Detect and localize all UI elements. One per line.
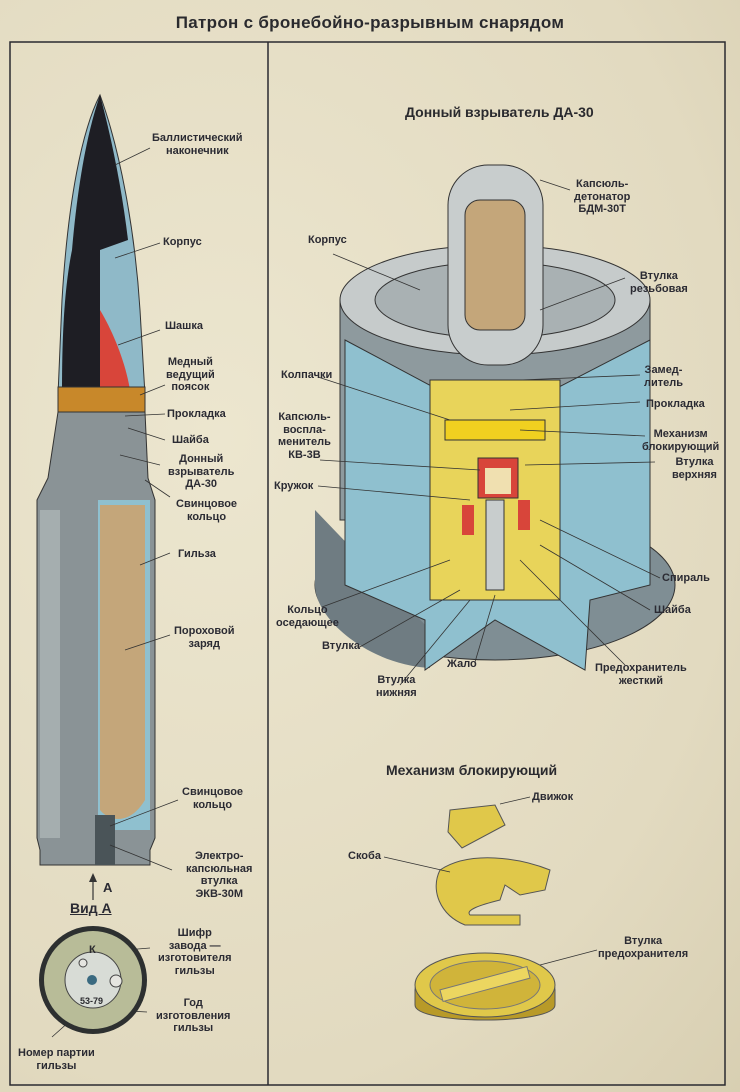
label-bracket: Скоба (348, 850, 381, 862)
powder-charge (100, 505, 145, 820)
detonator (464, 199, 526, 331)
primer-center (87, 975, 97, 985)
label-explosive-charge: Шашка (165, 320, 203, 332)
slider-part (447, 804, 506, 849)
label-fuze-body: Корпус (308, 234, 347, 246)
label-primer-sleeve: Электро- капсюльная втулка ЭКВ-30М (186, 850, 253, 900)
cartridge-drawing (36, 93, 179, 1038)
label-year: Год изготовления гильзы (156, 997, 231, 1034)
label-factory-code: Шифр завода — изготовителя гильзы (158, 927, 232, 977)
label-projectile-body: Корпус (163, 236, 202, 248)
label-lower-sleeve: Втулка нижняя (376, 674, 417, 699)
view-a-title: Вид А (70, 900, 112, 916)
label-caps: Колпачки (281, 369, 333, 381)
fuze-title: Донный взрыватель ДА-30 (405, 104, 594, 120)
label-ballistic-cap: Баллистический наконечник (152, 132, 243, 157)
base-mark-letter: К (89, 944, 96, 956)
label-sleeve: Втулка (322, 640, 361, 652)
label-fuze-gasket: Прокладка (646, 398, 705, 410)
label-copper-band: Медный ведущий поясок (166, 356, 215, 393)
base-mark-numbers: 53-79 (80, 996, 104, 1006)
bracket-part (435, 857, 551, 926)
label-slider: Движок (532, 791, 574, 803)
primer-sleeve (95, 815, 115, 865)
view-arrow-icon (89, 873, 97, 882)
label-delay: Замед- литель (644, 364, 684, 389)
label-washer: Шайба (172, 434, 209, 446)
label-lead-ring-top: Свинцовое кольцо (176, 498, 238, 523)
label-spring: Спираль (662, 572, 710, 584)
label-safety: Предохранитель жесткий (595, 662, 687, 687)
label-blocking: Механизм блокирующий (642, 428, 720, 453)
blocking-mechanism-drawing (383, 796, 598, 1021)
label-case: Гильза (178, 548, 216, 560)
explosive-charge (100, 310, 130, 390)
projectile-left-shell (62, 250, 100, 390)
view-arrow-label: А (103, 880, 113, 895)
blocking-title: Механизм блокирующий (386, 762, 558, 778)
label-gasket: Прокладка (167, 408, 226, 420)
label-fuze-washer: Шайба (654, 604, 691, 616)
label-threaded-sleeve: Втулка резьбовая (630, 270, 688, 295)
frame-border (9, 41, 726, 1086)
label-igniter: Капсюль- воспла- менитель КВ-3В (278, 411, 331, 461)
fuze-drawing (314, 164, 676, 686)
label-settling-ring: Кольцо оседающее (276, 604, 339, 629)
label-batch: Номер партии гильзы (18, 1047, 95, 1072)
label-powder-charge: Пороховой заряд (174, 625, 235, 650)
label-sting: Жало (447, 658, 477, 670)
label-detonator: Капсюль- детонатор БДМ-30Т (574, 178, 631, 215)
poster-title: Патрон с бронебойно-разрывным снарядом (175, 13, 565, 32)
label-disc: Кружок (274, 480, 314, 492)
ballistic-cap (72, 95, 128, 250)
copper-band (57, 386, 146, 413)
label-lead-ring-bottom: Свинцовое кольцо (182, 786, 244, 811)
label-base-fuze: Донный взрыватель ДА-30 (168, 453, 235, 490)
label-upper-sleeve: Втулка верхняя (672, 456, 717, 481)
firing-pin (485, 499, 505, 591)
label-safety-sleeve: Втулка предохранителя (598, 935, 689, 960)
